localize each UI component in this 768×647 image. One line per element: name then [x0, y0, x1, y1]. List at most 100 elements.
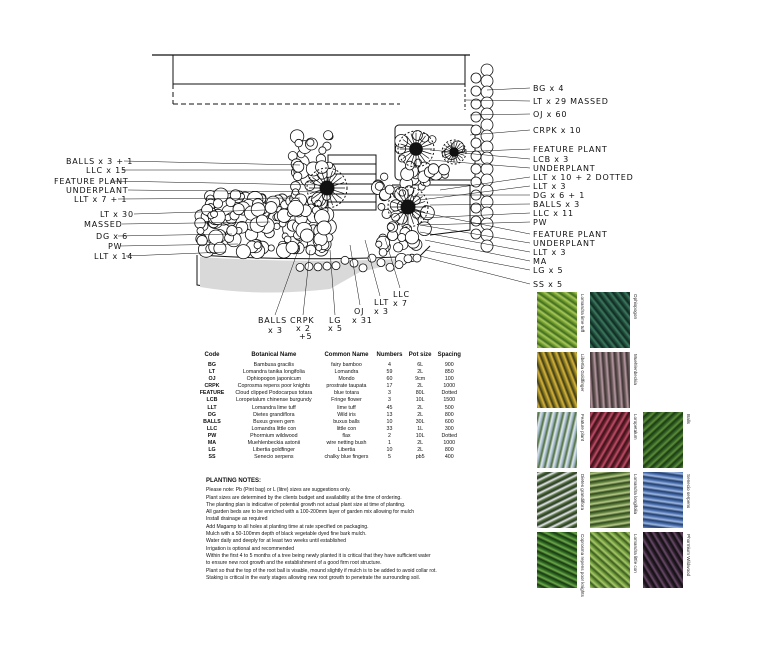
shrub-symbol	[305, 244, 317, 256]
botanical-name-cell: Muehlenbeckia astonii	[247, 440, 301, 447]
note-line: Within the first 4 to 5 months of a tree…	[206, 552, 431, 559]
shrub-symbol	[404, 160, 415, 171]
shrub-symbol	[480, 151, 494, 165]
pot-size-cell: 2L	[417, 440, 424, 447]
photo-caption: Muehlenbeckia	[633, 354, 638, 385]
pot-size-cell: pb5	[415, 454, 425, 461]
shrub-symbol	[470, 137, 482, 149]
shrub-symbol	[229, 189, 242, 201]
callout-label: LLT x 3	[533, 182, 566, 191]
code-cell: OJ	[208, 376, 216, 383]
numbers-cell: 13	[386, 411, 393, 418]
leader-line	[123, 160, 301, 166]
shrub-symbol	[438, 163, 450, 176]
common-name-cell: Mondo	[338, 376, 355, 383]
leader-line	[117, 197, 301, 200]
photo-caption: Libertia Goldfinger	[580, 354, 585, 392]
shrub-symbol	[394, 260, 404, 269]
numbers-cell: 60	[386, 376, 393, 383]
feature-plant-symbol	[397, 130, 435, 168]
numbers-cell: 17	[386, 383, 393, 390]
common-name-cell: buxus balls	[333, 418, 360, 425]
shrub-symbol	[306, 138, 315, 147]
botanical-name-cell: Phormium wildwood	[250, 432, 298, 439]
feature-plants	[306, 130, 467, 228]
spacing-cell: 1000	[443, 440, 456, 447]
leader-line	[469, 113, 531, 116]
leader-line	[419, 221, 531, 226]
callout-label: BALLS x 3 + 1	[66, 157, 133, 166]
callout-label: x 7	[393, 299, 408, 308]
code-cell: DG	[208, 411, 216, 418]
numbers-cell: 33	[386, 425, 393, 432]
shrub-symbol	[253, 241, 262, 250]
shrub-symbol	[295, 262, 305, 272]
botanical-name-cell: Dietes grandiflora	[253, 411, 295, 418]
note-line: Water daily and deeply for at least two …	[206, 538, 346, 545]
shrub-symbol	[212, 198, 224, 209]
spacing-cell: 850	[444, 369, 454, 376]
shrub-symbol	[232, 203, 245, 216]
numbers-cell: 45	[386, 404, 393, 411]
numbers-cell: 4	[388, 362, 391, 368]
callout-label: UNDERPLANT	[533, 239, 595, 248]
common-name-cell: Fringe flower	[331, 397, 362, 404]
shrub-symbol	[313, 262, 323, 272]
plant-symbols	[194, 63, 494, 273]
common-name-cell: prostrate taupata	[326, 383, 367, 390]
leader-lines	[109, 87, 531, 316]
callout-label: UNDERPLANT	[533, 164, 595, 173]
plant-schedule-table: Code Botanical Name Common Name Numbers …	[196, 352, 464, 461]
header-botanical-name: Botanical Name	[251, 352, 297, 358]
botanical-name-cell: Coprosma repens poor knights	[237, 383, 311, 390]
shrub-symbol	[427, 135, 437, 144]
shrub-symbol	[480, 173, 494, 187]
shrub-symbol	[250, 202, 266, 217]
code-cell: BG	[208, 362, 216, 368]
shrub-symbol	[378, 248, 388, 257]
photo-caption: Loropetalum	[633, 414, 638, 440]
code-cell: FEATURE	[199, 390, 225, 397]
shrub-symbol	[304, 180, 316, 191]
shrub-symbol	[235, 244, 251, 260]
header-code: Code	[204, 352, 220, 358]
shrub-symbol	[394, 134, 409, 148]
note-line: Plant sizes are determined by the client…	[206, 494, 402, 501]
callout-label: LLC x 11	[533, 209, 574, 218]
leader-line	[384, 237, 401, 289]
shrub-symbol	[480, 118, 494, 132]
pot-size-cell: 2L	[417, 369, 424, 376]
leader-line	[439, 176, 531, 191]
leader-line	[419, 224, 531, 244]
code-cell: LT	[208, 369, 216, 376]
common-name-cell: flax	[342, 432, 351, 439]
numbers-cell: 59	[386, 369, 393, 376]
botanical-name-cell: Buxus green gem	[253, 418, 295, 425]
pot-size-cell: 6L	[417, 362, 424, 368]
callout-label: PW	[108, 242, 122, 251]
plant-photo: Feature plant	[537, 412, 585, 468]
botanical-name-cell: Senecio serpens	[254, 454, 294, 461]
numbers-cell: 1	[388, 440, 391, 447]
feature-plant-symbol	[306, 167, 348, 209]
spacing-cell: Dotted	[441, 390, 458, 397]
spacing-cell: 300	[444, 425, 454, 432]
botanical-name-cell: Lomandra tanika longifolia	[242, 369, 305, 376]
shrub-symbol	[374, 181, 384, 191]
numbers-cell: 10	[386, 447, 393, 454]
shrub-symbol	[480, 74, 494, 88]
leader-line	[419, 231, 531, 253]
photo-caption: Balls	[686, 414, 691, 424]
plant-photo: Lomandra longifolia	[590, 472, 638, 528]
leader-line	[424, 239, 531, 262]
leader-line	[364, 239, 381, 297]
shrub-symbol	[480, 107, 494, 121]
callout-label: x 31	[352, 316, 373, 325]
shrub-symbol	[264, 201, 278, 214]
botanical-name-cell: Ophiopogon japonicum	[246, 376, 302, 383]
